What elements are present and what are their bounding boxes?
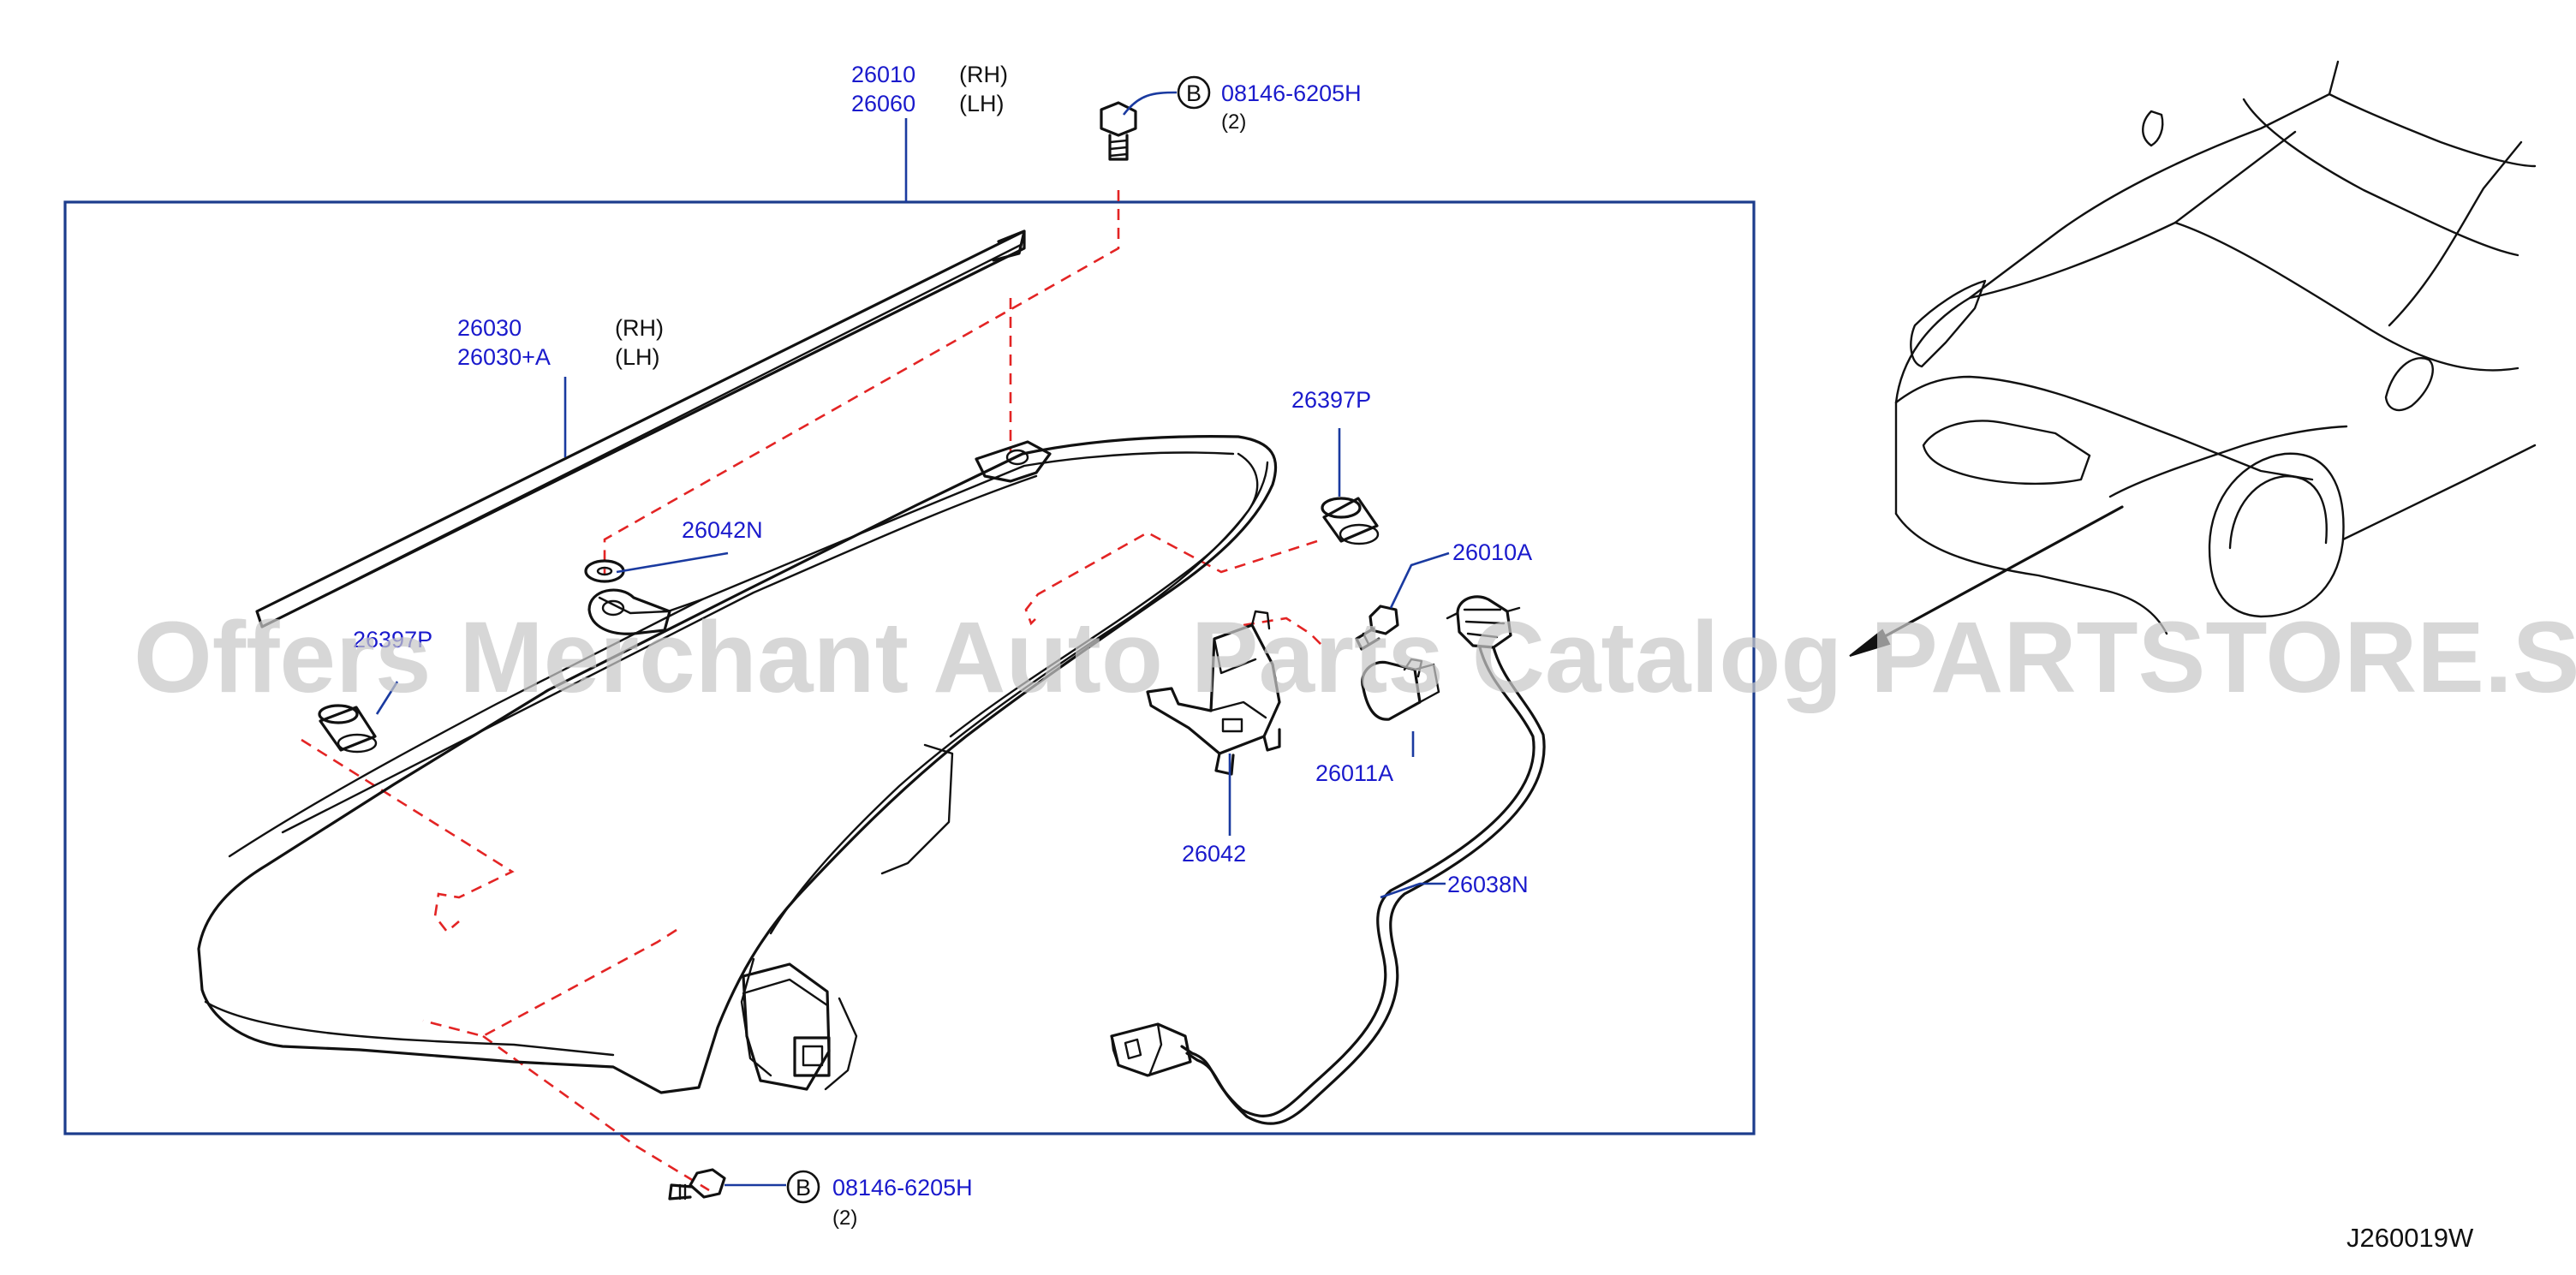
side-label-rh: (RH) <box>959 62 1008 87</box>
leveling-connector <box>793 1036 831 1077</box>
rubber-cap-right <box>1321 497 1380 545</box>
guide-bottom-bolt <box>482 1034 710 1192</box>
callout-bolt-top: B 08146-6205H (2) <box>1177 75 1362 134</box>
leader-lines <box>375 91 1450 1187</box>
vehicle-location-illustration <box>1849 60 2537 657</box>
side-mounting-tab <box>587 588 671 635</box>
part-number-cap-left: 26397P <box>353 627 432 652</box>
part-number-bolt-bottom: 08146-6205H <box>832 1175 973 1201</box>
diagram-code: J260019W <box>2346 1223 2474 1253</box>
screw <box>1355 605 1399 651</box>
part-number-garnish-lh: 26030+A <box>457 344 551 370</box>
badge-b-circle-bottom <box>786 1170 820 1204</box>
part-number-bulb: 26011A <box>1315 760 1393 786</box>
bolt-bottom <box>668 1168 726 1201</box>
badge-b-circle <box>1177 75 1211 110</box>
part-number-cap-right: 26397P <box>1291 387 1371 413</box>
guide-lower <box>422 928 677 1038</box>
harness <box>1110 646 1546 1125</box>
guide-bulb <box>1243 617 1325 648</box>
callout-bolt-bottom: B 08146-6205H (2) <box>786 1170 973 1230</box>
part-number-headlamp-rh: 26010 <box>851 62 915 87</box>
part-number-bolt-top: 08146-6205H <box>1221 80 1362 106</box>
guide-top-bolt <box>603 190 1120 575</box>
side-label-garnish-lh: (LH) <box>615 344 660 370</box>
assembly-guides <box>301 190 1325 1192</box>
part-number-washer: 26042N <box>682 517 763 543</box>
side-label-garnish-rh: (RH) <box>615 315 664 341</box>
watermark: Offers Merchant Auto Parts Catalog PARTS… <box>134 601 2576 714</box>
leveling-motor <box>742 962 831 1091</box>
headlamp-assembly <box>197 435 1278 1094</box>
badge-b-top: B <box>1186 80 1202 106</box>
bolt-top <box>1100 101 1137 161</box>
rubber-cap-left <box>318 704 378 754</box>
part-number-garnish-rh: 26030 <box>457 315 522 341</box>
bulb <box>1361 658 1440 721</box>
bulb-socket <box>1446 595 1521 649</box>
part-number-headlamp-lh: 26060 <box>851 91 915 116</box>
quantity-bolt-bottom: (2) <box>832 1206 857 1230</box>
side-label-lh: (LH) <box>959 91 1005 116</box>
quantity-bolt-top: (2) <box>1221 110 1246 134</box>
part-number-screw: 26010A <box>1452 539 1532 565</box>
top-mounting-tab <box>975 440 1052 483</box>
guide-cap-left <box>301 738 515 933</box>
badge-b-bottom: B <box>796 1175 811 1201</box>
guide-cap-right <box>1024 531 1318 626</box>
part-number-bracket: 26042 <box>1182 841 1246 867</box>
bracket <box>1146 610 1281 776</box>
callout-headlamp-assembly: 26010 26060 (RH) (LH) <box>851 62 1008 116</box>
callout-garnish: 26030 26030+A (RH) (LH) <box>457 315 664 370</box>
assembly-frame <box>63 200 1756 1135</box>
garnish-strip <box>255 229 1026 629</box>
part-number-harness: 26038N <box>1447 872 1529 897</box>
